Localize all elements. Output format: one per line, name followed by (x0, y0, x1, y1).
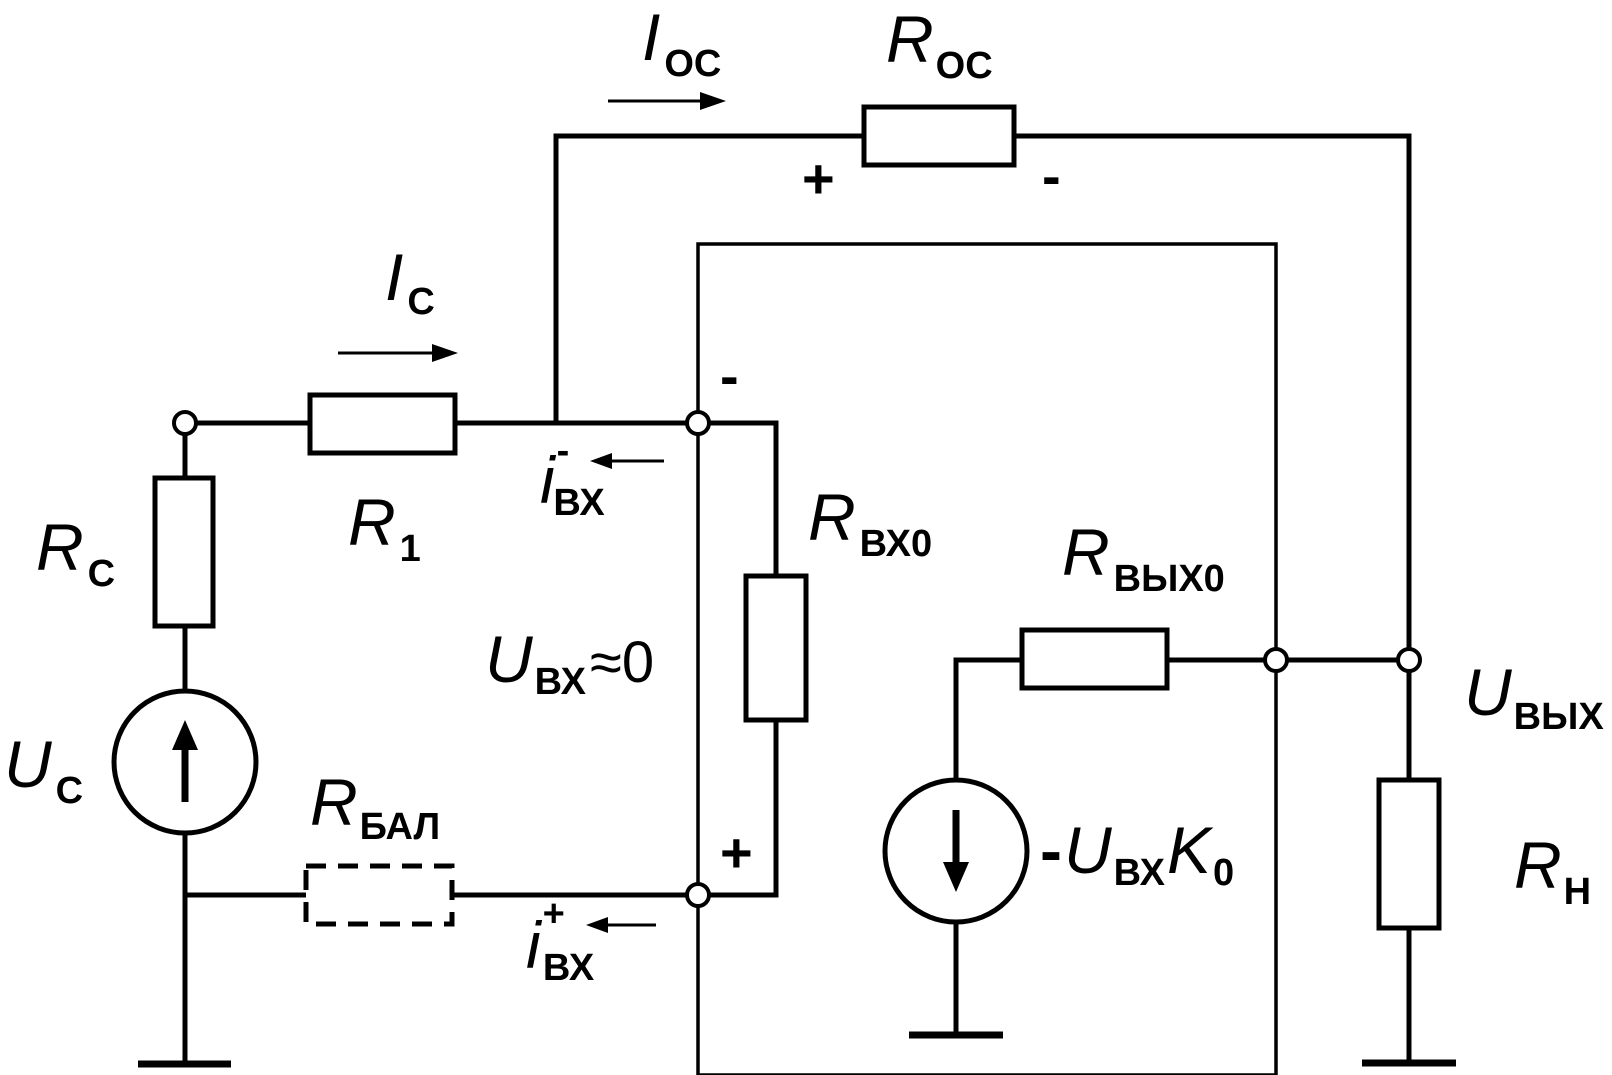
label-r-os: RОС (886, 2, 993, 87)
label-dependent-source: -UВХK0 (1040, 813, 1234, 894)
label-u-vx: UВХ≈0 (485, 622, 654, 703)
arrow-ic (338, 344, 458, 362)
arrow-i-minus (590, 453, 664, 469)
node-input (172, 410, 198, 436)
arrow-i-plus (586, 917, 656, 933)
resistor-rn (1376, 777, 1442, 931)
node-noninverting (685, 882, 711, 908)
node-output (1396, 647, 1422, 673)
label-u-vyx: UВЫХ (1464, 655, 1604, 738)
voltage-source-uc (111, 688, 259, 836)
sign-plus-ros: + (802, 147, 835, 210)
dependent-source (882, 777, 1030, 925)
label-rn: RН (1514, 828, 1591, 913)
resistor-rvx0 (743, 573, 809, 723)
resistor-ros (861, 104, 1017, 168)
node-inverting (685, 410, 711, 436)
node-opamp-out (1263, 647, 1289, 673)
label-r-bal: RБАЛ (310, 765, 440, 848)
label-i-plus: i+ВХ (526, 893, 595, 989)
resistor-r1 (307, 392, 458, 456)
sign-minus-inverting: - (720, 344, 739, 407)
arrow-ios (608, 92, 726, 110)
sign-minus-ros: - (1042, 144, 1061, 207)
resistor-rbal (303, 863, 455, 927)
label-i-minus: i-ВХ (540, 430, 605, 524)
sign-plus-noninverting: + (720, 821, 753, 884)
resistor-rc (152, 475, 216, 629)
resistor-rvyx0 (1019, 627, 1170, 691)
